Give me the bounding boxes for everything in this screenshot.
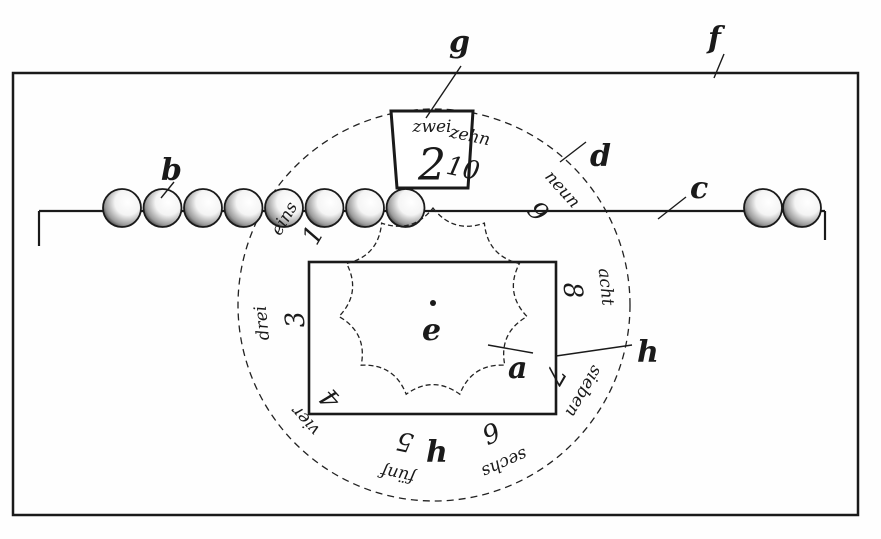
label-a: a bbox=[508, 351, 527, 386]
number-window bbox=[389, 109, 475, 190]
dial-circle bbox=[237, 108, 631, 502]
leader-lines bbox=[160, 53, 725, 357]
scalloped-disc bbox=[337, 206, 529, 396]
dial-word: sechs bbox=[478, 444, 530, 482]
pivot-point bbox=[430, 300, 436, 306]
label-h-right: h bbox=[637, 335, 659, 370]
dial-digit: 10 bbox=[444, 151, 483, 187]
dial-word: sieben bbox=[561, 362, 606, 421]
bead bbox=[102, 188, 142, 228]
beads-right bbox=[743, 188, 822, 228]
window-word: zwei bbox=[411, 117, 451, 137]
dial-word: drei bbox=[251, 305, 274, 341]
label-e: e bbox=[422, 313, 441, 348]
bead bbox=[223, 188, 264, 228]
bead bbox=[183, 188, 223, 228]
label-d: d bbox=[590, 139, 611, 174]
label-h-bottom: h bbox=[426, 435, 448, 470]
rectangular-frame bbox=[307, 260, 558, 416]
bead bbox=[304, 188, 345, 228]
dial-digit: 3 bbox=[280, 310, 312, 330]
dial-digit: 6 bbox=[477, 415, 504, 449]
bead bbox=[782, 188, 822, 228]
bead bbox=[264, 188, 304, 228]
label-g: g bbox=[449, 25, 470, 60]
dial-digit: 9 bbox=[521, 196, 554, 228]
dial-digit: 4 bbox=[314, 382, 348, 415]
beads-left bbox=[102, 188, 426, 228]
bead bbox=[142, 188, 183, 228]
bead bbox=[345, 188, 385, 228]
outer-frame bbox=[11, 71, 860, 517]
window-digit: 2 bbox=[417, 140, 446, 191]
dial-digit: 7 bbox=[537, 360, 571, 390]
dial-digit: 8 bbox=[556, 281, 588, 301]
dial-word: fünf bbox=[377, 460, 419, 488]
dial-digit: 5 bbox=[394, 425, 416, 458]
bead bbox=[743, 188, 783, 228]
label-c: c bbox=[690, 171, 708, 206]
label-b: b bbox=[161, 153, 182, 188]
bead bbox=[385, 188, 426, 228]
label-f: f bbox=[706, 21, 726, 56]
dial-word: acht bbox=[594, 267, 618, 306]
